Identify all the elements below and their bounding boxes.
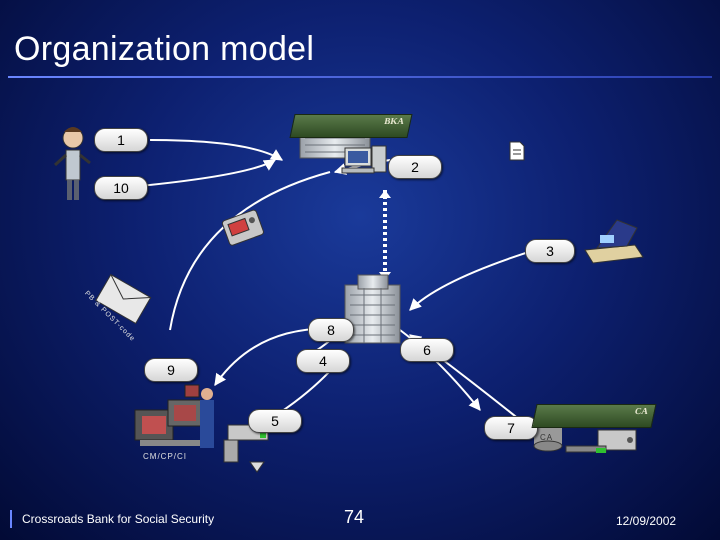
- bank-tower-icon: [344, 274, 401, 344]
- label-6: 6: [400, 338, 454, 362]
- title-underline: [8, 76, 712, 78]
- ca-disk-caption: CA: [540, 433, 554, 442]
- arrow-10: [139, 159, 277, 187]
- label-1: 1: [94, 128, 148, 152]
- bka-banner: BKA: [289, 114, 413, 138]
- label-7: 7: [484, 416, 538, 440]
- footer-accent-bar: [10, 510, 12, 528]
- document-icon: [509, 141, 525, 161]
- person-icon: [53, 127, 91, 200]
- label-4: 4: [296, 349, 350, 373]
- label-10: 10: [94, 176, 148, 200]
- footer-page-number: 74: [344, 507, 365, 527]
- label-9: 9: [144, 358, 198, 382]
- label-5: 5: [248, 409, 302, 433]
- server-icon: [565, 429, 637, 453]
- ca-banner: CA: [531, 404, 657, 428]
- flow-arrows: [139, 139, 536, 423]
- arrow-6: [399, 329, 481, 411]
- dotted-link: [379, 190, 391, 280]
- label-8: 8: [308, 318, 354, 342]
- envelope-icon: [95, 273, 152, 325]
- footer-date: 12/09/2002: [616, 514, 677, 528]
- arrow-long-left: [169, 171, 331, 331]
- call-center-icon: [134, 384, 214, 448]
- computer-workstation-icon: [341, 145, 387, 174]
- label-3: 3: [525, 239, 575, 263]
- cm-cp-ci-caption: CM/CP/CI: [143, 452, 187, 461]
- slide-title: Organization model: [14, 30, 315, 68]
- arrow-1: [149, 139, 284, 161]
- label-2: 2: [388, 155, 442, 179]
- smart-card-reader-icon: [221, 209, 264, 246]
- arrow-3: [409, 249, 536, 311]
- footer-organization: Crossroads Bank for Social Security: [22, 512, 215, 526]
- scanner-icon: [584, 219, 644, 264]
